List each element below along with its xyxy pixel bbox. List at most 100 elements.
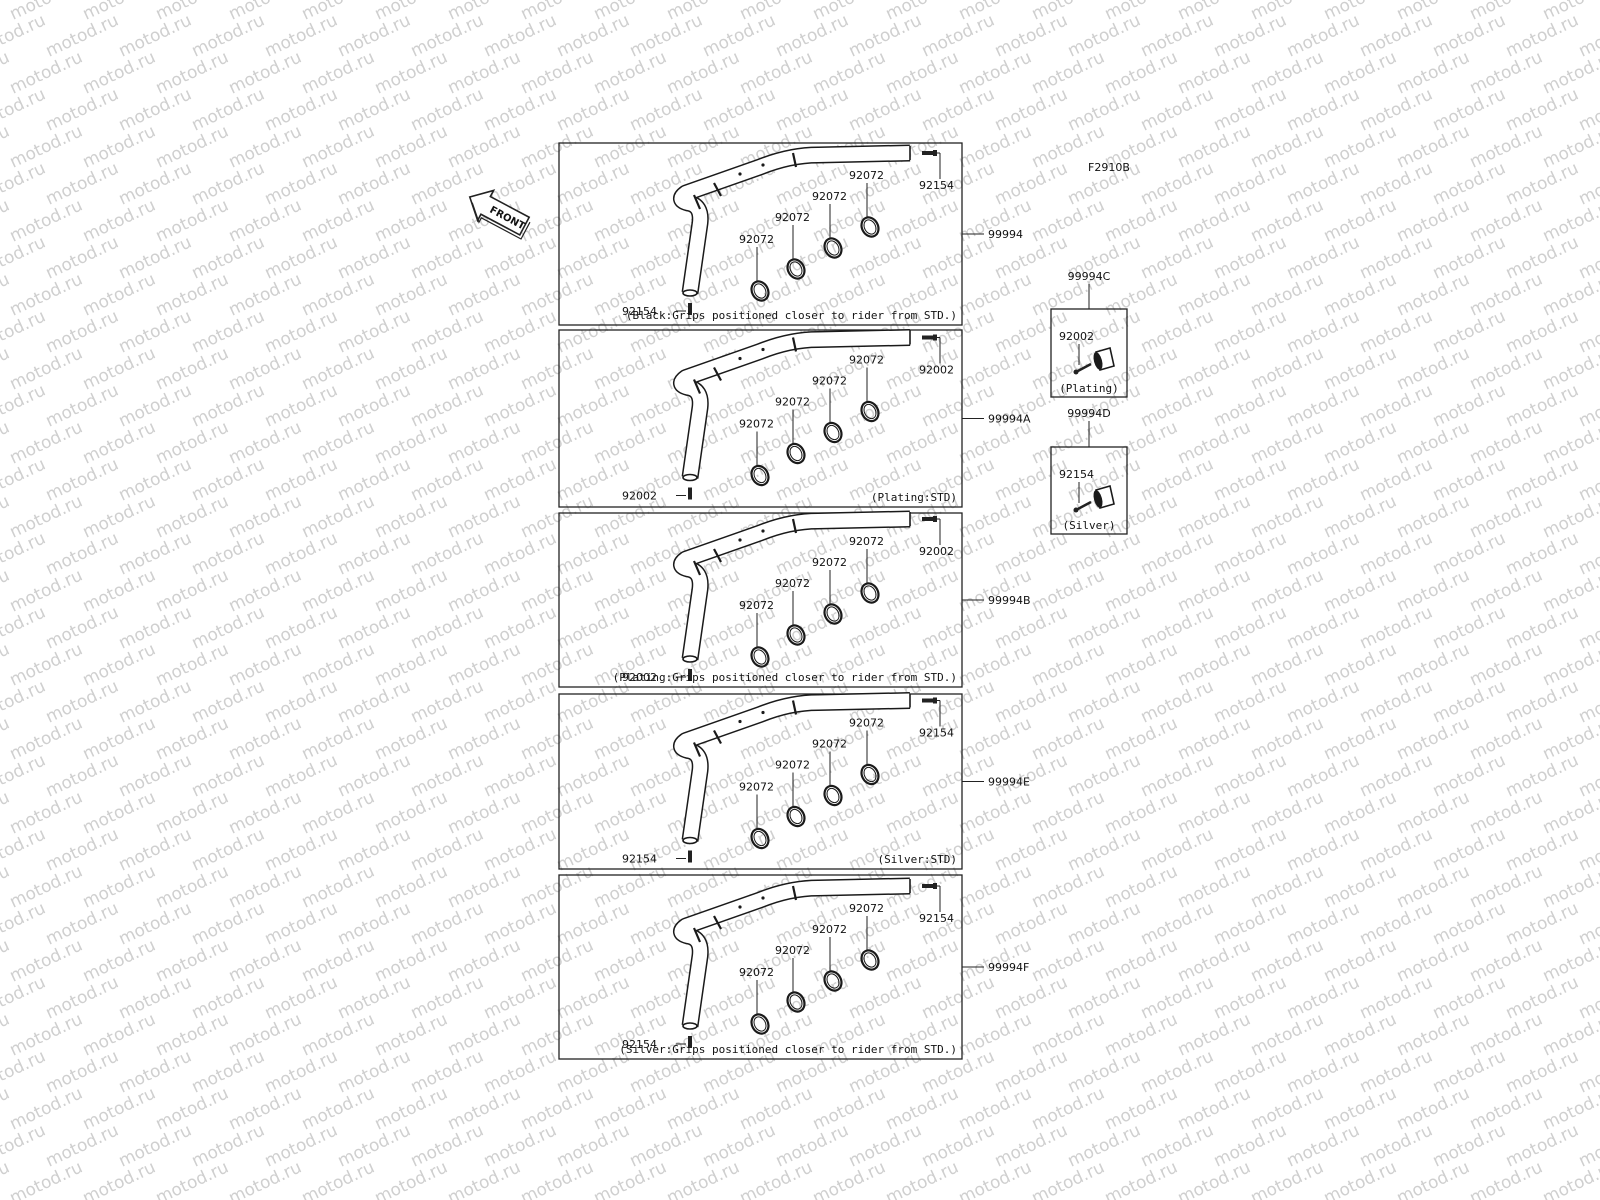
watermark-text: motod.ru [1175,713,1254,764]
watermark-text: motod.ru [883,195,962,246]
clip-ring-inner [753,1016,767,1032]
watermark-text: motod.ru [1211,306,1290,357]
watermark-text: motod.ru [1175,935,1254,986]
watermark-text: motod.ru [1175,121,1254,172]
watermark-text: motod.ru [1394,1083,1473,1134]
clip-label: 92072 [849,717,884,730]
watermark-text: motod.ru [7,195,86,246]
watermark-text: motod.ru [554,824,633,875]
watermark-text: motod.ru [116,602,195,653]
clip-label: 92072 [812,556,847,569]
watermark-text: motod.ru [189,454,268,505]
watermark-text: motod.ru [518,787,597,838]
watermark-text: motod.ru [1321,195,1400,246]
watermark-text: motod.ru [153,1157,232,1200]
watermark-text: motod.ru [226,1009,305,1060]
clip-4: 92072 [849,717,884,786]
kit-frame [1050,308,1128,398]
watermark-text: motod.ru [956,121,1035,172]
kit-caption: (Plating) [1059,382,1119,395]
watermark-text: motod.ru [372,343,451,394]
screw-icon [688,669,692,681]
watermark-text: motod.ru [664,1083,743,1134]
watermark-text: motod.ru [189,380,268,431]
watermark-text: motod.ru [1211,676,1290,727]
watermark-text: motod.ru [1248,269,1327,320]
watermark-text: motod.ru [554,528,633,579]
watermark-text: motod.ru [1284,1120,1363,1171]
watermark-text: motod.ru [262,824,341,875]
watermark-text: motod.ru [1211,972,1290,1023]
clip-label: 92072 [739,781,774,794]
watermark-text: motod.ru [7,787,86,838]
clip-ring-icon [823,970,843,992]
watermark-text: motod.ru [1503,454,1582,505]
watermark-text: motod.ru [992,10,1071,61]
watermark-text: motod.ru [408,972,487,1023]
watermark-text: motod.ru [445,1157,524,1200]
kit-caption: (Silver) [1063,519,1116,532]
watermark-text: motod.ru [956,343,1035,394]
watermark-text: motod.ru [481,528,560,579]
watermark-text: motod.ru [481,1120,560,1171]
handlebar-band [692,742,702,757]
watermark-text: motod.ru [1102,787,1181,838]
watermark-text: motod.ru [189,602,268,653]
watermark-text: motod.ru [1357,84,1436,135]
screw-icon [688,303,692,315]
watermark-text: motod.ru [226,121,305,172]
tube-dot [738,538,742,542]
clip-ring-icon [786,442,806,465]
watermark-text: motod.ru [299,1083,378,1134]
watermark-text: motod.ru [1211,1046,1290,1097]
watermark-text: motod.ru [1467,787,1546,838]
watermark-text: motod.ru [1102,417,1181,468]
watermark-text: motod.ru [1394,639,1473,690]
watermark-text: motod.ru [299,861,378,912]
watermark-text: motod.ru [335,1120,414,1171]
watermark-text: motod.ru [1394,417,1473,468]
watermark-text: motod.ru [846,84,925,135]
clip-label: 92072 [812,375,847,388]
watermark-text: motod.ru [1284,158,1363,209]
watermark-text: motod.ru [80,713,159,764]
watermark-text: motod.ru [299,417,378,468]
watermark-text: motod.ru [737,1157,816,1200]
handlebar-band [713,366,722,382]
watermark-text: motod.ru [1102,1009,1181,1060]
part-label-top: 92154 [919,179,954,192]
watermark-text: motod.ru [335,232,414,283]
watermark-text: motod.ru [116,824,195,875]
watermark-text: motod.ru [1138,1120,1217,1171]
watermark-text: motod.ru [153,417,232,468]
watermark-text: motod.ru [1211,158,1290,209]
watermark-text: motod.ru [956,861,1035,912]
watermark-text: motod.ru [1248,1157,1327,1200]
watermark-text: motod.ru [299,195,378,246]
watermark-text: motod.ru [591,195,670,246]
clip-ring-icon [786,624,806,646]
watermark-text: motod.ru [262,454,341,505]
watermark-text: motod.ru [445,343,524,394]
watermark-text: motod.ru [189,676,268,727]
watermark-text: motod.ru [1102,269,1181,320]
watermark-text: motod.ru [1211,898,1290,949]
watermark-text: motod.ru [1394,861,1473,912]
watermark-text: motod.ru [992,84,1071,135]
watermark-text: motod.ru [153,787,232,838]
watermark-text: motod.ru [1211,454,1290,505]
watermark-text: motod.ru [883,565,962,616]
clip-3: 92072 [812,923,847,992]
watermark-text: motod.ru [1321,861,1400,912]
watermark-text: motod.ru [43,454,122,505]
watermark-text: motod.ru [153,861,232,912]
watermark-text: motod.ru [883,787,962,838]
bar-end-weight-face [1093,352,1103,370]
clip-label: 92072 [775,396,810,409]
watermark-text: motod.ru [1248,343,1327,394]
handlebar-band [692,927,702,943]
watermark-text: motod.ru [1138,528,1217,579]
watermark-text: motod.ru [43,528,122,579]
watermark-text: motod.ru [1503,232,1582,283]
